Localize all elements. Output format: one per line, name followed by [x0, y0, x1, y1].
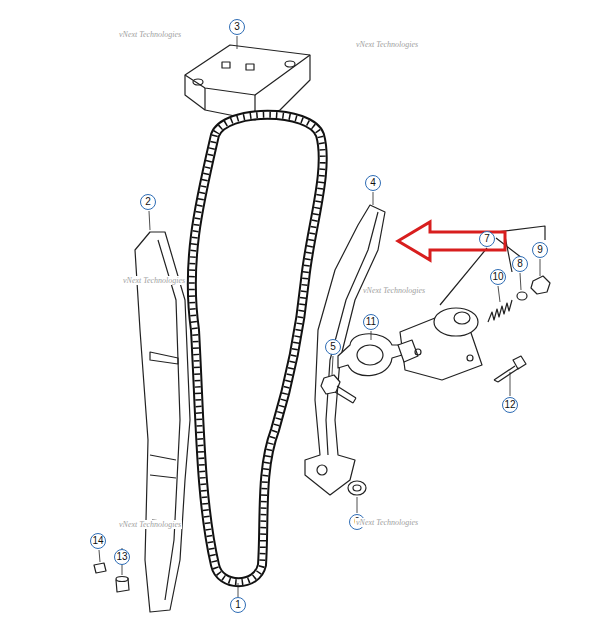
callout-number: 8	[512, 256, 528, 272]
screw	[94, 563, 106, 573]
cam-chain-inner	[192, 115, 323, 583]
callout-number: 5	[325, 339, 341, 355]
gasket-hole	[357, 345, 383, 365]
bolt-shank	[335, 386, 356, 403]
guide-rib	[158, 240, 180, 600]
callout-number: 13	[114, 549, 130, 565]
washer	[348, 481, 366, 495]
mount-bolt	[513, 356, 526, 369]
washer	[517, 292, 527, 300]
watermark: vNext Technologies	[118, 520, 182, 529]
cylinder-bore	[454, 312, 470, 324]
mount-hole	[415, 349, 421, 355]
indicator-arrow	[398, 222, 505, 260]
callout-number: 12	[502, 397, 518, 413]
callout-number: 9	[532, 242, 548, 258]
watermark: vNext Technologies	[362, 286, 426, 295]
tensioner-cylinder	[434, 308, 478, 336]
bracket-line	[440, 226, 545, 305]
plate-slot	[222, 62, 230, 68]
plate-hole	[193, 79, 203, 85]
callout-number: 2	[140, 194, 156, 210]
collar-end	[116, 577, 128, 582]
chain-guide	[135, 232, 190, 612]
plate-hole	[285, 61, 295, 67]
mount-hole	[467, 355, 473, 361]
guide-detail	[150, 455, 176, 522]
guide-plate	[185, 45, 310, 120]
callout-number: 3	[229, 19, 245, 35]
bolt-shank	[494, 366, 519, 382]
callout-number: 7	[479, 231, 495, 247]
pivot-hole	[317, 465, 327, 475]
cam-chain	[192, 115, 323, 583]
gasket	[338, 334, 402, 376]
watermark: vNext Technologies	[355, 40, 419, 49]
leader-line	[99, 36, 540, 597]
callout-number: 1	[230, 597, 246, 613]
chain-links	[192, 115, 323, 583]
guide-pin	[150, 352, 178, 364]
spring	[488, 300, 512, 322]
plate-slot	[246, 64, 254, 70]
plate-edge	[185, 55, 310, 95]
pivot-bolt	[321, 375, 340, 394]
callout-number: 14	[90, 533, 106, 549]
watermark: vNext Technologies	[122, 276, 186, 285]
callout-number: 4	[365, 175, 381, 191]
watermark: vNext Technologies	[118, 30, 182, 39]
callout-number: 11	[363, 314, 379, 330]
washer-hole	[353, 485, 361, 491]
callout-number: 10	[490, 269, 506, 285]
watermark: vNext Technologies	[355, 518, 419, 527]
cap-bolt	[531, 276, 550, 294]
